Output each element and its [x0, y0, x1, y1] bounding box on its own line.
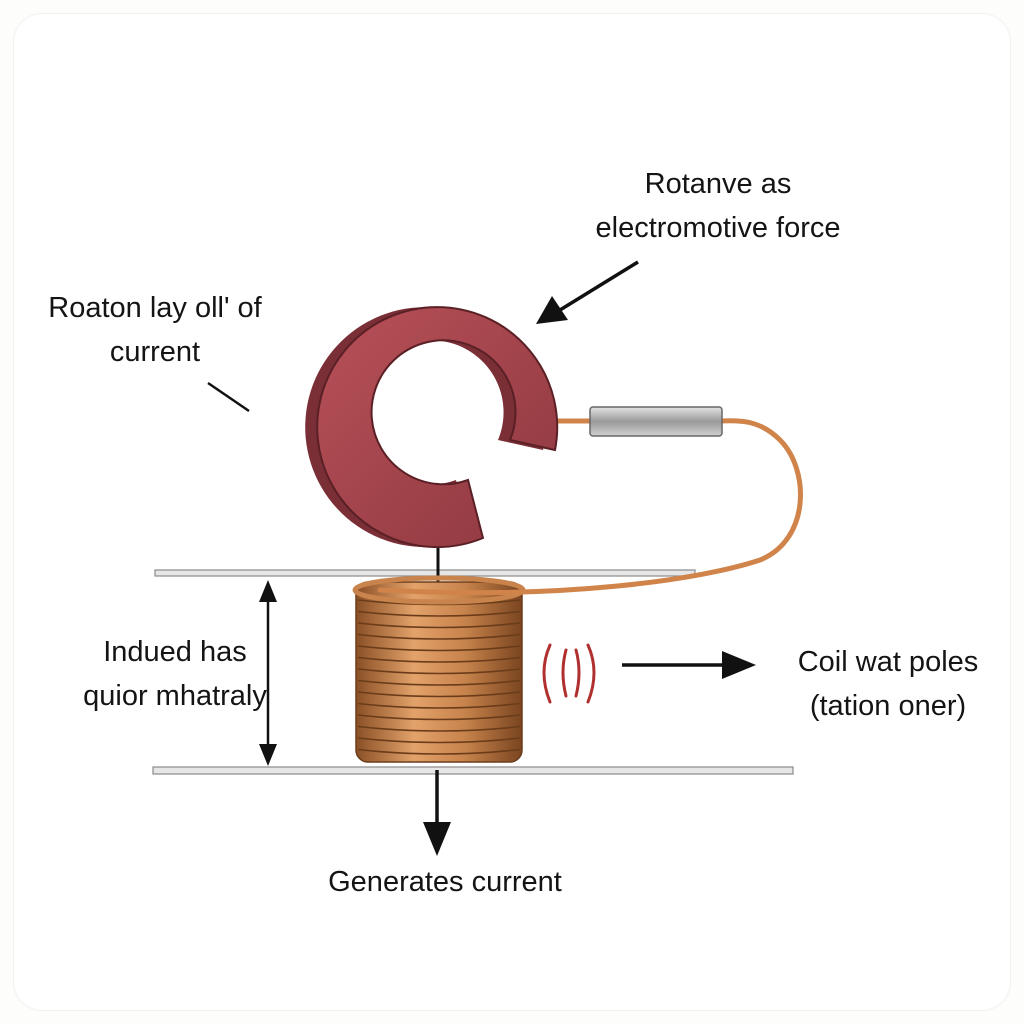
signal-wave-icon: [542, 643, 596, 704]
coil-turn: [357, 610, 521, 617]
label-electromotive-force: Rotanve as electromotive force: [548, 162, 888, 250]
coil-turn: [357, 702, 521, 709]
coil-turn: [357, 714, 521, 721]
coil-turn: [357, 748, 521, 755]
label-rotation-current: Roaton lay oll' of current: [20, 286, 290, 374]
label-induced: Indued has quior mhatraly: [40, 630, 310, 718]
label-right-line-2: (tation oner): [809, 690, 967, 722]
label-left-top-line-1: Roaton lay oll' of: [48, 292, 262, 324]
coil-turn: [357, 656, 521, 663]
height-arrow: [259, 580, 277, 766]
label-generates-current: Generates current: [328, 866, 562, 898]
label-left-mid-line-1: Indued has: [103, 636, 247, 668]
coil-turn: [357, 679, 521, 686]
label-coil-poles: Coil wat poles (tation oner): [768, 640, 1008, 728]
coil-turn: [357, 737, 521, 744]
top-rail: [154, 569, 696, 577]
label-top-line-2: electromotive force: [595, 212, 841, 244]
arrow-down-current: [423, 770, 451, 856]
coil-turn: [357, 725, 521, 732]
arrow-to-magnet: [536, 260, 639, 324]
coil-turn: [357, 622, 521, 629]
bottom-rail: [152, 766, 794, 775]
diagram-panel: [14, 14, 1010, 1010]
lead-wire: [377, 418, 803, 596]
rotating-magnet: [305, 306, 559, 549]
arrow-to-right-label: [622, 651, 756, 679]
label-left-top-line-2: current: [109, 336, 201, 368]
label-left-mid-line-2: quior mhatraly: [83, 680, 267, 712]
coil-turn: [357, 691, 521, 698]
label-right-line-1: Coil wat poles: [797, 646, 979, 678]
coil-turn: [357, 645, 521, 652]
wire-connector: [589, 406, 723, 437]
pointer-line-left: [207, 381, 250, 413]
coil-turn: [357, 633, 521, 640]
coil: [352, 575, 526, 763]
coil-turn: [357, 668, 521, 675]
label-top-line-1: Rotanve as: [644, 168, 792, 200]
